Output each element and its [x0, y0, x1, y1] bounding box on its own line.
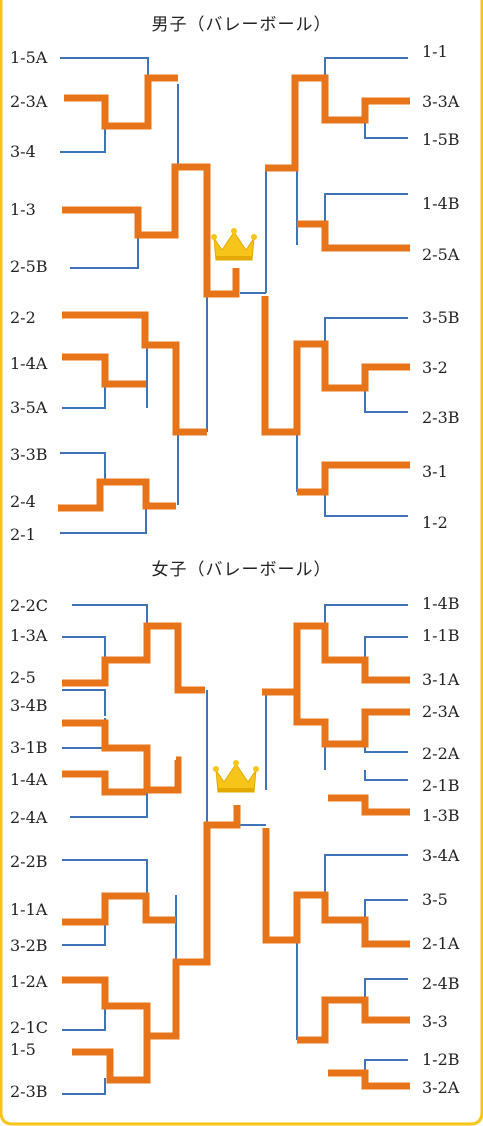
- team-label: 2-1A: [422, 934, 460, 953]
- team-label: 3-3B: [10, 445, 48, 464]
- team-label: 3-4B: [10, 696, 48, 715]
- team-label: 3-2B: [10, 936, 48, 955]
- girls-winner-lines: [62, 622, 410, 1090]
- team-label: 1-3A: [10, 626, 48, 645]
- team-label: 2-3B: [10, 1082, 48, 1101]
- team-label: 2-3B: [422, 408, 460, 427]
- team-label: 1-4B: [422, 594, 460, 613]
- team-label: 3-3A: [422, 92, 460, 111]
- team-label: 1-4A: [10, 770, 48, 789]
- girls-crown-icon: [213, 760, 259, 793]
- team-label: 3-2A: [422, 1078, 460, 1097]
- girls-bracket-lines: [62, 604, 408, 1095]
- team-label: 2-2C: [10, 596, 49, 615]
- team-label: 1-1: [422, 42, 448, 61]
- team-label: 3-3: [422, 1012, 448, 1031]
- team-label: 1-1A: [10, 900, 48, 919]
- team-label: 1-1B: [422, 626, 460, 645]
- team-label: 3-2: [422, 358, 448, 377]
- team-label: 1-4B: [422, 194, 460, 213]
- team-label: 2-5A: [422, 245, 460, 264]
- team-label: 3-1B: [10, 738, 48, 757]
- team-label: 2-2B: [10, 852, 48, 871]
- team-label: 1-4A: [10, 354, 48, 373]
- team-label: 2-3A: [10, 92, 48, 111]
- team-label: 3-5: [422, 890, 448, 909]
- team-label: 3-4: [10, 142, 36, 161]
- team-label: 1-5A: [10, 48, 48, 67]
- team-label: 2-4B: [422, 974, 460, 993]
- team-label: 3-1: [422, 462, 448, 481]
- team-label: 3-4A: [422, 846, 460, 865]
- team-label: 2-5B: [10, 257, 48, 276]
- boys-crown-icon: [211, 228, 257, 261]
- team-label: 1-2B: [422, 1050, 460, 1069]
- team-label: 3-1A: [422, 670, 460, 689]
- team-label: 1-3B: [422, 806, 460, 825]
- team-label: 2-4A: [10, 808, 48, 827]
- team-label: 2-1: [10, 525, 36, 544]
- team-label: 2-5: [10, 668, 36, 687]
- team-label: 2-2: [10, 308, 36, 327]
- team-label: 2-3A: [422, 702, 460, 721]
- team-label: 3-5B: [422, 308, 460, 327]
- boys-title: 男子（バレーボール）: [151, 15, 332, 35]
- team-label: 2-1C: [10, 1018, 49, 1037]
- team-label: 2-4: [10, 492, 36, 511]
- team-label: 1-2A: [10, 972, 48, 991]
- boys-winner-lines: [58, 74, 410, 512]
- team-label: 1-2: [422, 513, 448, 532]
- team-label: 2-2A: [422, 744, 460, 763]
- team-label: 2-1B: [422, 776, 460, 795]
- team-label: 1-3: [10, 200, 36, 219]
- girls-title: 女子（バレーボール）: [151, 560, 332, 580]
- team-label: 3-5A: [10, 398, 48, 417]
- team-label: 1-5B: [422, 130, 460, 149]
- team-label: 1-5: [10, 1040, 36, 1059]
